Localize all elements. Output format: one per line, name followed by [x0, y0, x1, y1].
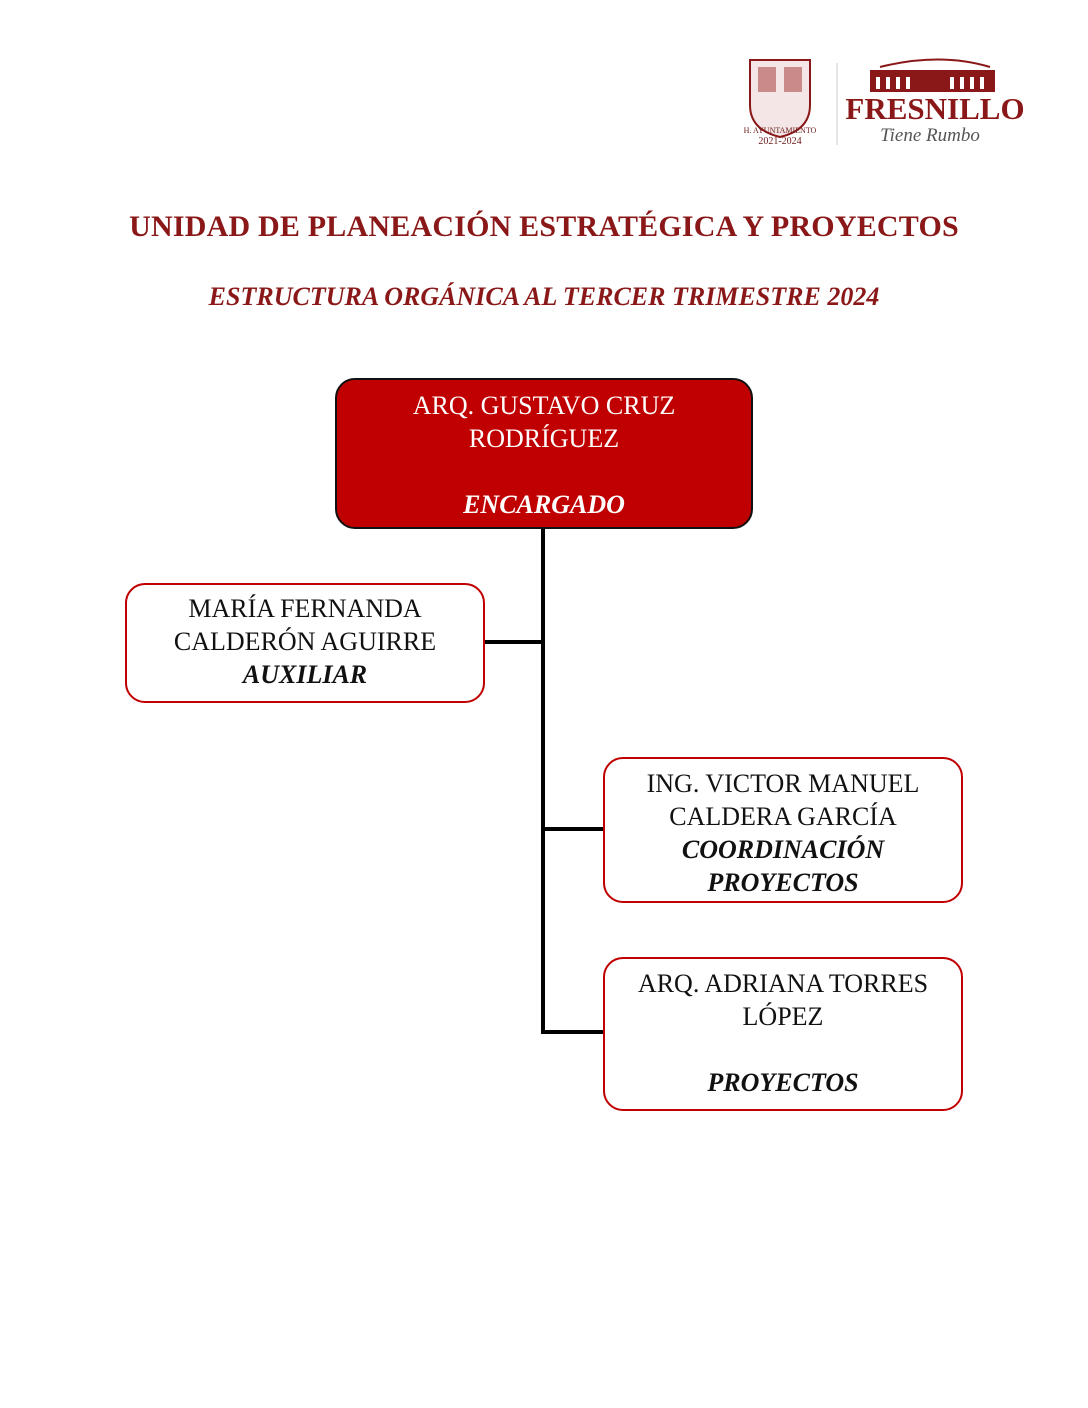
org-node-encargado: ARQ. GUSTAVO CRUZ RODRÍGUEZ ENCARGADO [335, 378, 753, 529]
svg-text:H. AYUNTAMIENTO: H. AYUNTAMIENTO [744, 126, 817, 135]
connector-proyectos [541, 1030, 603, 1034]
org-node-auxiliar: MARÍA FERNANDA CALDERÓN AGUIRRE AUXILIAR [125, 583, 485, 703]
connector-coordinacion [541, 827, 603, 831]
org-node-proyectos: ARQ. ADRIANA TORRES LÓPEZ PROYECTOS [603, 957, 963, 1111]
node-name: MARÍA FERNANDA [188, 594, 422, 623]
node-role: ENCARGADO [463, 490, 625, 519]
connector-auxiliar [484, 640, 544, 644]
node-role: PROYECTOS [707, 868, 859, 897]
node-name: ARQ. GUSTAVO CRUZ [412, 391, 676, 420]
fresnillo-logo: H. AYUNTAMIENTO 2021-2024 FRESNILLO Tien… [744, 58, 1025, 147]
connector-vertical [541, 528, 545, 1034]
node-role: PROYECTOS [707, 1068, 859, 1097]
node-name: ARQ. ADRIANA TORRES [637, 969, 929, 998]
page-subtitle: ESTRUCTURA ORGÁNICA AL TERCER TRIMESTRE … [208, 282, 880, 311]
svg-text:FRESNILLO: FRESNILLO [845, 91, 1024, 126]
org-node-coordinacion: ING. VICTOR MANUEL CALDERA GARCÍA COORDI… [603, 757, 963, 903]
svg-text:2021-2024: 2021-2024 [758, 136, 801, 147]
page-title: UNIDAD DE PLANEACIÓN ESTRATÉGICA Y PROYE… [129, 210, 959, 243]
node-role: COORDINACIÓN [681, 835, 885, 864]
node-name: LÓPEZ [742, 1002, 824, 1031]
node-name: ING. VICTOR MANUEL [646, 769, 920, 798]
svg-text:Tiene Rumbo: Tiene Rumbo [880, 125, 980, 146]
node-role: AUXILIAR [242, 660, 368, 689]
node-name: CALDERÓN AGUIRRE [173, 627, 437, 656]
node-name: RODRÍGUEZ [468, 424, 620, 453]
node-name: CALDERA GARCÍA [669, 802, 897, 831]
